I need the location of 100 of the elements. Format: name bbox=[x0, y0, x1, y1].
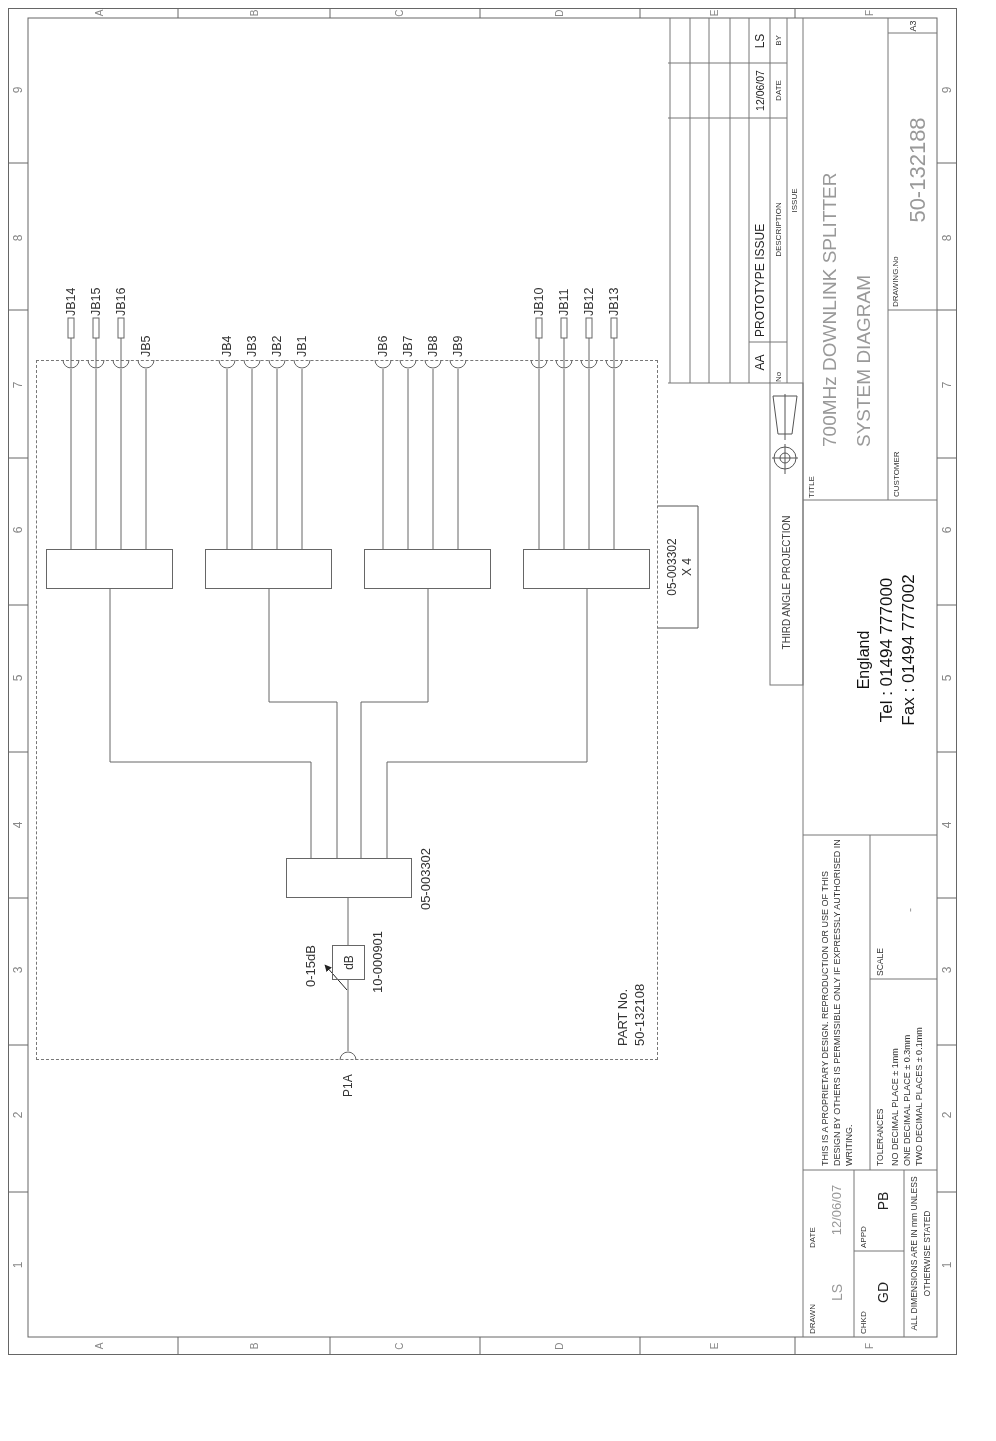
grid-reference: 1 bbox=[10, 1260, 26, 1271]
connection-line bbox=[360, 588, 429, 859]
attenuator-box: dB bbox=[332, 945, 365, 980]
company-country: England bbox=[854, 629, 873, 692]
field-label: TOLERANCES bbox=[874, 1107, 886, 1166]
grid-reference: 1 bbox=[939, 1260, 955, 1271]
grid-reference: 5 bbox=[939, 673, 955, 684]
connector-label: JB2 bbox=[269, 334, 285, 357]
revision-description: PROTOTYPE ISSUE bbox=[752, 222, 768, 337]
grid-reference: C bbox=[393, 8, 406, 18]
splitter-box bbox=[523, 549, 650, 589]
grid-reference: F bbox=[863, 8, 876, 18]
part-number: 10-000901 bbox=[370, 929, 386, 996]
grid-reference: E bbox=[708, 8, 721, 18]
field-label: DRAWING.No bbox=[890, 255, 901, 307]
connection-line bbox=[347, 897, 349, 946]
connection-line bbox=[538, 368, 540, 550]
part-number: PART No. 50-132108 bbox=[614, 982, 648, 1046]
splitter-box bbox=[205, 549, 332, 589]
grid-reference: 6 bbox=[939, 525, 955, 536]
grid-reference: 8 bbox=[10, 233, 26, 244]
grid-reference: 9 bbox=[939, 85, 955, 96]
field-label: CHKD bbox=[858, 1310, 869, 1334]
connection-line bbox=[120, 368, 122, 550]
splitter-box bbox=[364, 549, 491, 589]
grid-reference: D bbox=[553, 8, 566, 18]
connector-label: JB16 bbox=[113, 286, 129, 316]
grid-reference: E bbox=[708, 1341, 721, 1352]
connection-line bbox=[588, 368, 590, 550]
connector-label: JB7 bbox=[400, 334, 416, 357]
grid-reference: 2 bbox=[939, 1110, 955, 1121]
connector-label: JB1 bbox=[294, 334, 310, 357]
column-heading: No bbox=[773, 370, 784, 382]
grid-reference: 7 bbox=[939, 380, 955, 391]
connector-label: JB6 bbox=[375, 334, 391, 357]
grid-reference: 8 bbox=[939, 233, 955, 244]
grid-reference: 2 bbox=[10, 1110, 26, 1121]
grid-reference: F bbox=[863, 1341, 876, 1352]
grid-reference: B bbox=[248, 8, 261, 18]
grid-reference: 7 bbox=[10, 380, 26, 391]
grid-reference: C bbox=[393, 1341, 406, 1352]
connector-label: JB5 bbox=[138, 334, 154, 357]
connection-line bbox=[386, 588, 588, 859]
connector-label: JB13 bbox=[606, 286, 622, 316]
tolerance-text: ONE DECIMAL PLACE ± 0.3mm bbox=[901, 1033, 913, 1166]
grid-reference: 6 bbox=[10, 525, 26, 536]
connection-line bbox=[276, 368, 278, 550]
column-heading: BY bbox=[773, 34, 784, 48]
field-label: DATE bbox=[807, 1226, 818, 1248]
grid-reference: 9 bbox=[10, 85, 26, 96]
connection-line bbox=[226, 368, 228, 550]
initials: PB bbox=[874, 1190, 892, 1213]
connector-label: JB11 bbox=[556, 287, 572, 316]
revision-date: 12/06/07 bbox=[753, 69, 767, 113]
date: 12/06/07 bbox=[828, 1183, 845, 1238]
connection-line bbox=[347, 979, 349, 1052]
connector-label: JB8 bbox=[425, 334, 441, 357]
sheet-size: A3 bbox=[907, 20, 919, 32]
connector-label: JB12 bbox=[581, 286, 597, 316]
column-heading: DATE bbox=[773, 79, 784, 103]
connection-line bbox=[268, 588, 338, 859]
field-label: SCALE bbox=[874, 947, 886, 976]
connection-line bbox=[563, 368, 565, 550]
grid-reference: A bbox=[93, 1341, 106, 1352]
tolerance-text: TWO DECIMAL PLACES ± 0.1mm bbox=[913, 1026, 925, 1166]
tolerance-text: NO DECIMAL PLACE ± 1mm bbox=[889, 1047, 901, 1166]
connector-label: JB3 bbox=[244, 334, 260, 357]
connector-label: JB15 bbox=[88, 286, 104, 316]
grid-reference: 4 bbox=[939, 820, 955, 831]
connection-line bbox=[407, 368, 409, 550]
revision-initials: LS bbox=[752, 32, 768, 51]
field-label: TITLE bbox=[806, 475, 817, 498]
grid-reference: B bbox=[248, 1341, 261, 1352]
connection-line bbox=[382, 368, 384, 550]
connection-line bbox=[95, 368, 97, 550]
copyright-notice: THIS IS A PROPRIETARY DESIGN. REPRODUCTION OR USE OF THIS DESIGN BY OTHERS IS PERMISSIBLE ONLY IF EXPRESSLY AUTHORISED IN WRITING. bbox=[819, 838, 855, 1166]
initials: GD bbox=[874, 1281, 892, 1305]
splitter-box bbox=[46, 549, 173, 589]
connection-line bbox=[432, 368, 434, 550]
part-boundary bbox=[36, 360, 658, 1060]
projection-label: THIRD ANGLE PROJECTION bbox=[780, 514, 793, 652]
drawing-number: 50-132188 bbox=[904, 116, 931, 225]
connection-line bbox=[301, 368, 303, 550]
connection-line bbox=[457, 368, 459, 550]
dimensions-note: ALL DIMENSIONS ARE IN mm UNLESS OTHERWISE STATED bbox=[908, 1175, 933, 1333]
grid-reference: 5 bbox=[10, 673, 26, 684]
scale-value: - bbox=[902, 907, 918, 914]
grid-reference: 3 bbox=[939, 965, 955, 976]
table-heading: ISSUE bbox=[789, 187, 800, 215]
field-label: DRAWN bbox=[807, 1303, 818, 1334]
connector-label: JB10 bbox=[531, 286, 547, 316]
connection-line bbox=[109, 588, 312, 859]
connection-line bbox=[613, 368, 615, 550]
connector-label: P1A bbox=[340, 1073, 356, 1097]
connection-line bbox=[145, 368, 147, 550]
fax-number: Fax : 01494 777002 bbox=[898, 573, 919, 728]
field-label: CUSTOMER bbox=[891, 450, 902, 497]
connection-line bbox=[70, 368, 72, 550]
connector-label: JB9 bbox=[450, 334, 466, 357]
grid-reference: 3 bbox=[10, 965, 26, 976]
